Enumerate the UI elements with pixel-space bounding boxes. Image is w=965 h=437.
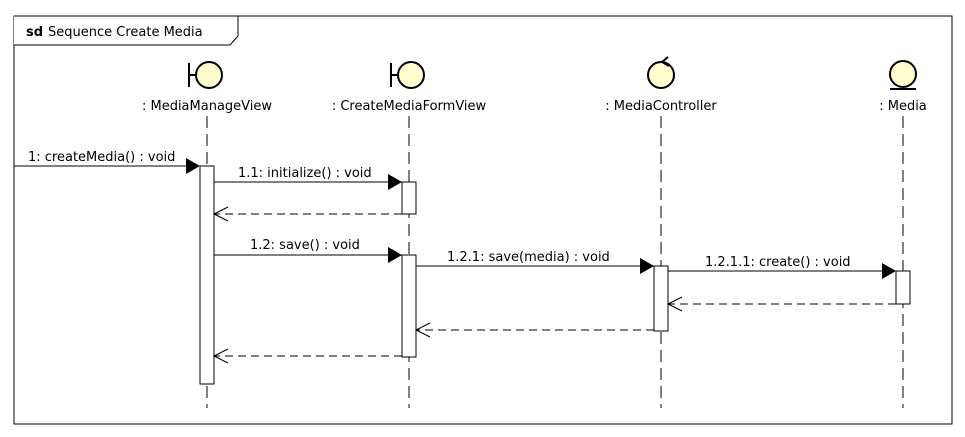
message-label: 1.2.1.1: create() : void [705, 255, 851, 270]
entity-icon [889, 60, 917, 90]
participant-label: : MediaManageView [142, 99, 272, 114]
message-arrow [416, 258, 654, 274]
return-arrow [212, 348, 402, 364]
activation-bar [653, 265, 669, 332]
return-arrow [212, 206, 402, 222]
frame-title-tab [14, 15, 239, 46]
participant-label: : CreateMediaFormView [332, 99, 487, 114]
activation-bar [401, 254, 417, 358]
message-arrow [14, 158, 200, 174]
activation-bar [401, 181, 417, 215]
activation-bar [199, 165, 215, 385]
return-arrow [666, 296, 896, 312]
message-label: 1.2.1: save(media) : void [447, 250, 610, 265]
diagram-frame [13, 15, 953, 425]
participant-label: : MediaController [605, 99, 717, 114]
message-arrow [668, 263, 896, 279]
message-label: 1: createMedia() : void [28, 150, 175, 165]
participant-label: : Media [879, 99, 927, 114]
boundary-icon [390, 61, 425, 89]
activation-bar [895, 270, 911, 305]
frame-title: Sequence Create Media [48, 25, 203, 40]
boundary-icon [188, 61, 223, 89]
message-label: 1.2: save() : void [250, 238, 360, 253]
frame-keyword: sd [26, 25, 43, 40]
message-label: 1.1: initialize() : void [238, 166, 372, 181]
control-icon [647, 56, 675, 89]
message-arrow [214, 247, 402, 263]
message-arrow [214, 174, 402, 190]
return-arrow [414, 322, 654, 338]
